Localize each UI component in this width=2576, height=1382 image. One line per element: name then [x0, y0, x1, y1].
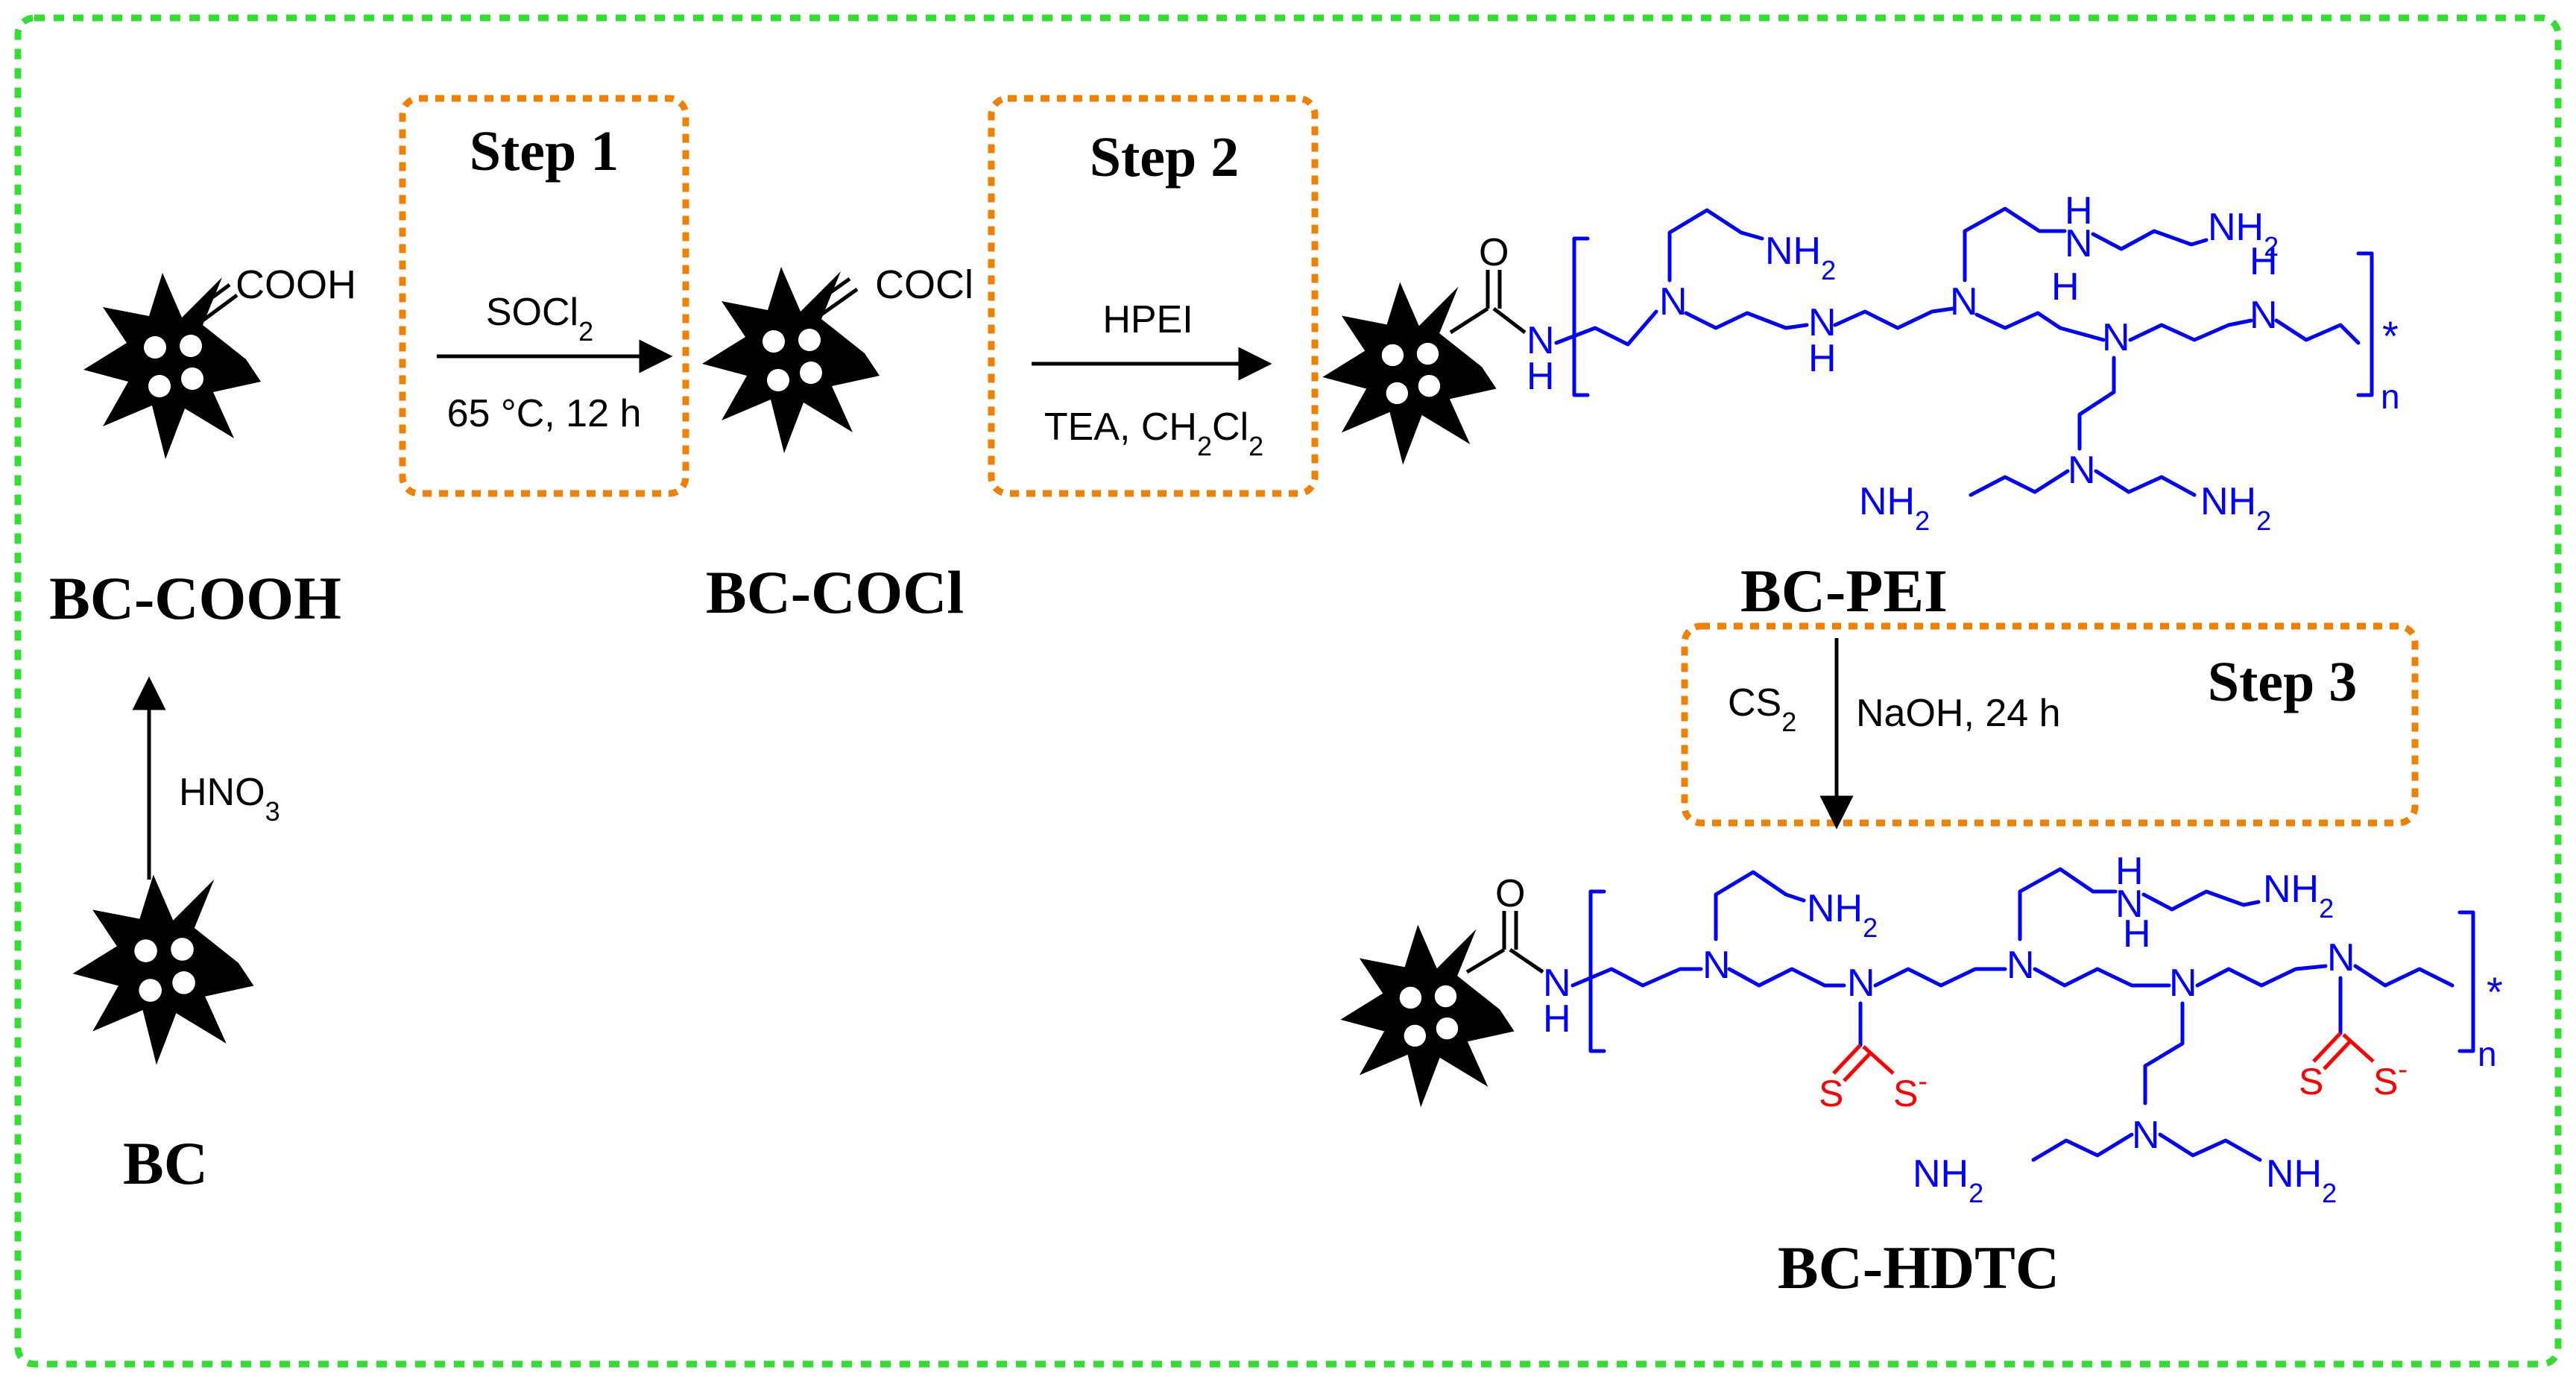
bc-cocl-label: BC-COCl [706, 558, 964, 626]
svg-text:N: N [2250, 294, 2278, 337]
cooh-group: COOH [236, 262, 356, 307]
svg-text:N: N [2327, 936, 2355, 979]
svg-text:*: * [2382, 312, 2399, 359]
step3-frame [1681, 622, 2419, 827]
svg-text:*: * [2487, 968, 2503, 1015]
svg-text:H: H [2123, 912, 2151, 956]
svg-text:S: S [1819, 1073, 1843, 1114]
bc-core-icon [72, 874, 254, 1065]
svg-text:H: H [2051, 265, 2080, 309]
bc-hdtc-structure: O N H * n N N N N H N NH2 N H NH2 S [1340, 850, 2503, 1208]
hno3-label: HNO3 [179, 771, 280, 827]
svg-text:O: O [1479, 231, 1509, 274]
svg-text:N: N [1659, 280, 1688, 324]
svg-text:n: n [2381, 377, 2400, 416]
step1-reagent: SOCl2 [486, 291, 593, 347]
svg-text:H: H [1543, 997, 1571, 1041]
svg-text:N: N [2132, 1114, 2160, 1157]
cocl-group: COCl [875, 262, 973, 307]
bc-cooh-core-icon [83, 273, 261, 459]
svg-text:N: N [1702, 944, 1731, 987]
svg-text:N: N [1847, 962, 1875, 1005]
svg-text:NH2: NH2 [1913, 1152, 1983, 1208]
svg-text:NH2: NH2 [1807, 887, 1878, 943]
svg-text:N: N [2007, 944, 2035, 987]
svg-text:O: O [1495, 872, 1525, 915]
step2-frame [988, 95, 1319, 497]
bc-hdtc-core-icon [1340, 924, 1515, 1108]
bc-pei-core-icon [1322, 282, 1497, 465]
step3-reagent: CS2 [1728, 681, 1796, 737]
bc-cooh-label: BC-COOH [49, 564, 341, 632]
step1-title: Step 1 [470, 120, 619, 183]
svg-text:n: n [2478, 1035, 2497, 1073]
step3-title: Step 3 [2208, 651, 2358, 713]
svg-text:N: N [2102, 316, 2130, 359]
svg-text:H: H [2115, 850, 2144, 893]
step2-title: Step 2 [1090, 126, 1240, 189]
bc-hdtc-label: BC-HDTC [1778, 1234, 2059, 1301]
svg-text:N: N [1808, 301, 1837, 344]
svg-text:NH2: NH2 [2263, 868, 2334, 924]
bc-pei-label: BC-PEI [1740, 557, 1948, 625]
svg-text:S-: S- [2373, 1054, 2408, 1102]
svg-text:NH2: NH2 [1859, 480, 1930, 536]
svg-text:N: N [1527, 319, 1555, 362]
svg-text:H: H [2065, 189, 2093, 233]
bc-label: BC [123, 1129, 208, 1197]
svg-text:N: N [1543, 962, 1571, 1005]
svg-text:NH2: NH2 [2208, 206, 2279, 262]
svg-text:N: N [1950, 280, 1978, 324]
svg-text:H: H [2250, 240, 2278, 283]
bc-cocl-core-icon [702, 267, 880, 453]
step2-conditions: TEA, CH2Cl2 [1044, 406, 1263, 461]
step1-conditions: 65 °C, 12 h [447, 392, 642, 435]
bc-pei-structure: O N H * n N N H N N H N H NH2 N H NH2 N [1322, 189, 2400, 536]
svg-text:NH2: NH2 [1765, 230, 1836, 285]
svg-text:NH2: NH2 [2200, 480, 2271, 536]
svg-text:H: H [1527, 355, 1555, 398]
step1-frame [399, 95, 689, 497]
step2-reagent: HPEI [1102, 298, 1193, 341]
svg-text:NH2: NH2 [2266, 1152, 2337, 1208]
svg-text:H: H [1808, 337, 1837, 380]
svg-text:S-: S- [1893, 1066, 1928, 1114]
outer-frame [14, 14, 2562, 1368]
svg-text:N: N [2115, 883, 2144, 926]
svg-text:N: N [2169, 962, 2197, 1005]
svg-text:S: S [2299, 1061, 2323, 1102]
svg-text:N: N [2065, 222, 2093, 265]
step3-conditions: NaOH, 24 h [1856, 692, 2061, 735]
svg-text:N: N [2068, 449, 2096, 492]
